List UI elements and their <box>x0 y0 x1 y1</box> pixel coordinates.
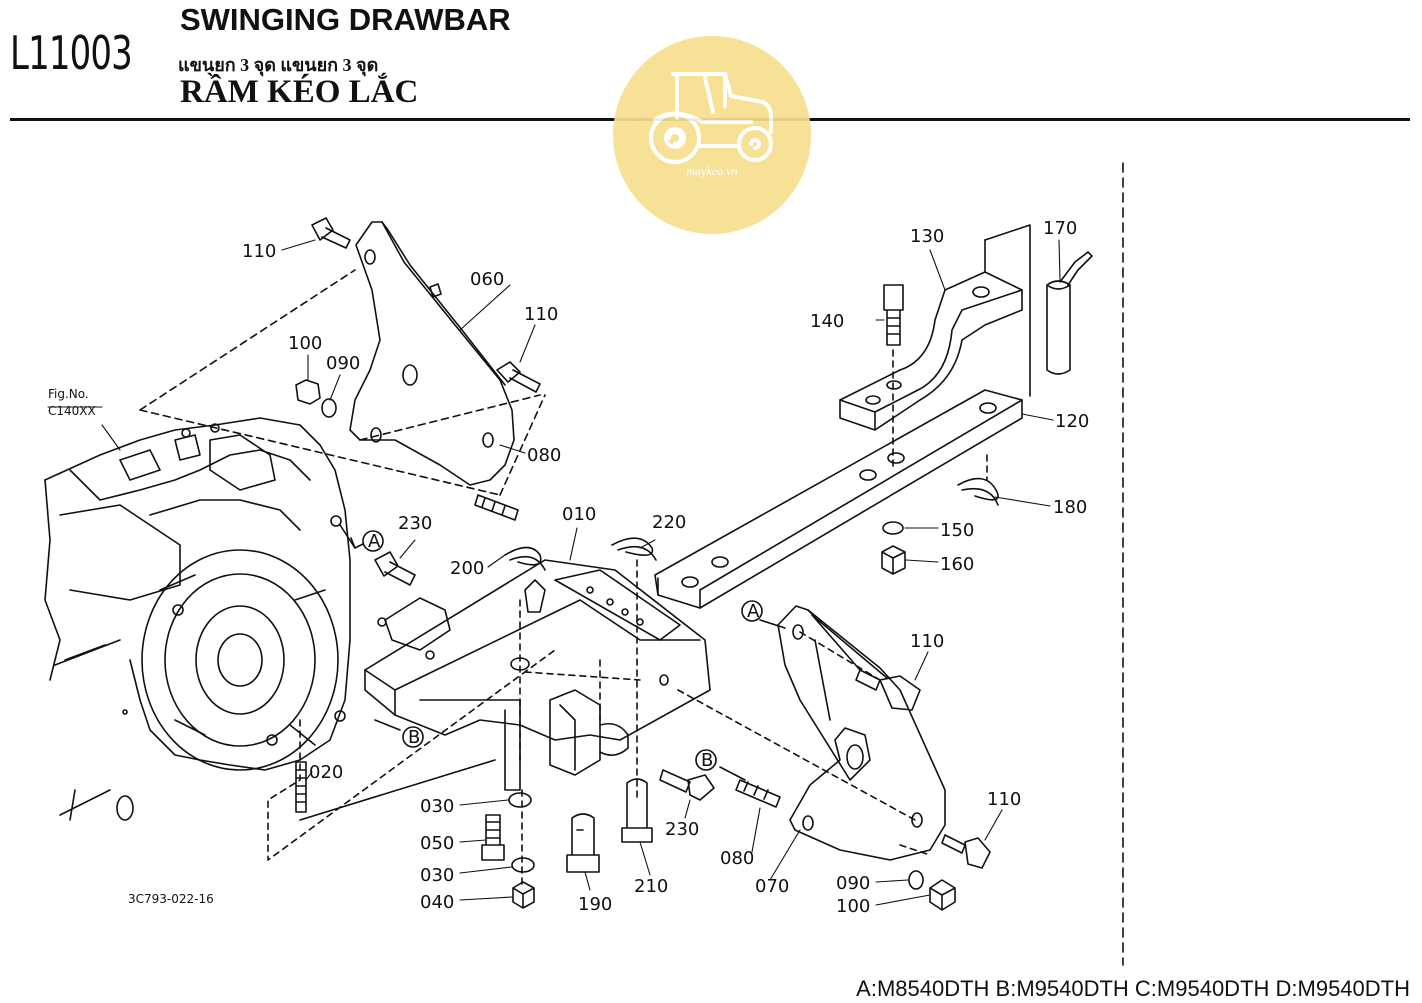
part-label-090: 090 <box>836 873 870 894</box>
clip-180 <box>957 477 999 506</box>
part-label-220: 220 <box>652 512 686 533</box>
washer-090-upper <box>321 398 337 418</box>
callout-b-lower: B <box>701 750 713 771</box>
title-thai: แขนยก 3 จุด แขนยก 3 จุด <box>178 55 379 75</box>
bolt-230-lower <box>659 769 715 801</box>
part-label-110: 110 <box>524 304 558 325</box>
fig-number: C140XX <box>48 404 96 418</box>
part-label-200: 200 <box>450 558 484 579</box>
guide-lines-060 <box>139 269 546 496</box>
stud-080-upper <box>474 494 519 521</box>
part-label-180: 180 <box>1053 497 1087 518</box>
diagram-id: L11003 <box>10 26 133 80</box>
guide-070 <box>677 631 931 856</box>
guide-130 <box>984 224 1031 397</box>
lower-bracket-070 <box>777 605 946 861</box>
guide-020 <box>299 759 496 821</box>
nut-100-lower <box>929 879 956 911</box>
part-label-020: 020 <box>309 762 343 783</box>
nut-160 <box>881 545 906 575</box>
part-label-140: 140 <box>810 311 844 332</box>
fig-label: Fig.No. <box>48 387 89 401</box>
title-vietnamese: RẦM KÉO LẮC <box>180 74 419 110</box>
pin-190 <box>566 813 600 873</box>
part-label-110: 110 <box>987 789 1021 810</box>
part-label-190: 190 <box>578 894 612 915</box>
arrow-callouts <box>339 524 401 731</box>
leader-lines <box>101 239 1061 906</box>
clip-200 <box>504 546 546 571</box>
guide-010 <box>519 599 641 761</box>
tractor-icon <box>649 72 773 164</box>
part-label-070: 070 <box>755 876 789 897</box>
part-label-030: 030 <box>420 796 454 817</box>
part-label-230: 230 <box>665 819 699 840</box>
bolt-110-top-right <box>496 361 541 393</box>
bolt-050 <box>481 814 505 861</box>
exploded-parts-drawing: Fig.No. C140XX 3C793-022-16 A A B B 110 … <box>44 162 1124 966</box>
callout-a-upper: A <box>368 531 381 552</box>
washer-030-upper <box>508 792 532 808</box>
callout-b-upper: B <box>408 727 420 748</box>
bolt-230-upper <box>374 551 416 586</box>
model-applicability: A:M8540DTH B:M9540DTH C:M9540DTH D:M9540… <box>856 976 1410 1001</box>
part-label-040: 040 <box>420 892 454 913</box>
part-label-120: 120 <box>1055 411 1089 432</box>
bolt-140 <box>883 284 904 346</box>
part-label-010: 010 <box>562 504 596 525</box>
callout-a-upper-circle <box>362 530 384 552</box>
stud-020 <box>295 761 307 813</box>
callout-b-upper-circle <box>402 726 424 748</box>
part-label-210: 210 <box>634 876 668 897</box>
part-label-050: 050 <box>420 833 454 854</box>
arrow-b-lower <box>719 766 746 781</box>
part-label-100: 100 <box>288 333 322 354</box>
watermark-text: maykeo.vn <box>686 164 738 178</box>
nut-100-upper <box>295 379 321 405</box>
upper-bracket-060 <box>349 221 515 486</box>
part-label-080: 080 <box>720 848 754 869</box>
nut-040 <box>512 881 535 909</box>
bolt-110-top-left <box>311 217 351 249</box>
drawing-code: 3C793-022-16 <box>128 892 214 906</box>
drawbar-120 <box>654 389 1023 609</box>
part-label-090: 090 <box>326 353 360 374</box>
callout-a-lower: A <box>747 601 760 622</box>
part-label-100: 100 <box>836 896 870 917</box>
pin-210 <box>621 778 653 843</box>
transmission-housing <box>44 417 351 821</box>
arrow-a-lower <box>759 619 786 629</box>
part-label-150: 150 <box>940 520 974 541</box>
part-label-230: 230 <box>398 513 432 534</box>
washer-030-lower <box>511 857 535 873</box>
washer-150 <box>882 521 904 535</box>
part-label-060: 060 <box>470 269 504 290</box>
part-label-110: 110 <box>242 241 276 262</box>
title-english: SWINGING DRAWBAR <box>180 2 511 37</box>
guide-010b <box>267 649 556 861</box>
bolt-110-mid <box>855 669 921 711</box>
clip-220 <box>611 537 657 561</box>
part-label-110: 110 <box>910 631 944 652</box>
part-label-030: 030 <box>420 865 454 886</box>
bolt-110-lower <box>941 834 991 869</box>
arrow-head <box>350 537 364 549</box>
part-label-170: 170 <box>1043 218 1077 239</box>
callout-a-lower-circle <box>741 600 763 622</box>
drawbar-support-010 <box>364 559 711 791</box>
stud-080-lower <box>735 779 781 808</box>
part-label-130: 130 <box>910 226 944 247</box>
hitch-130 <box>839 271 1023 431</box>
watermark-logo: maykeo.vn <box>613 36 811 234</box>
callout-b-lower-circle <box>695 749 717 771</box>
part-label-080: 080 <box>527 445 561 466</box>
washer-090-lower <box>908 870 924 890</box>
part-label-160: 160 <box>940 554 974 575</box>
pin-170 <box>1046 251 1093 375</box>
